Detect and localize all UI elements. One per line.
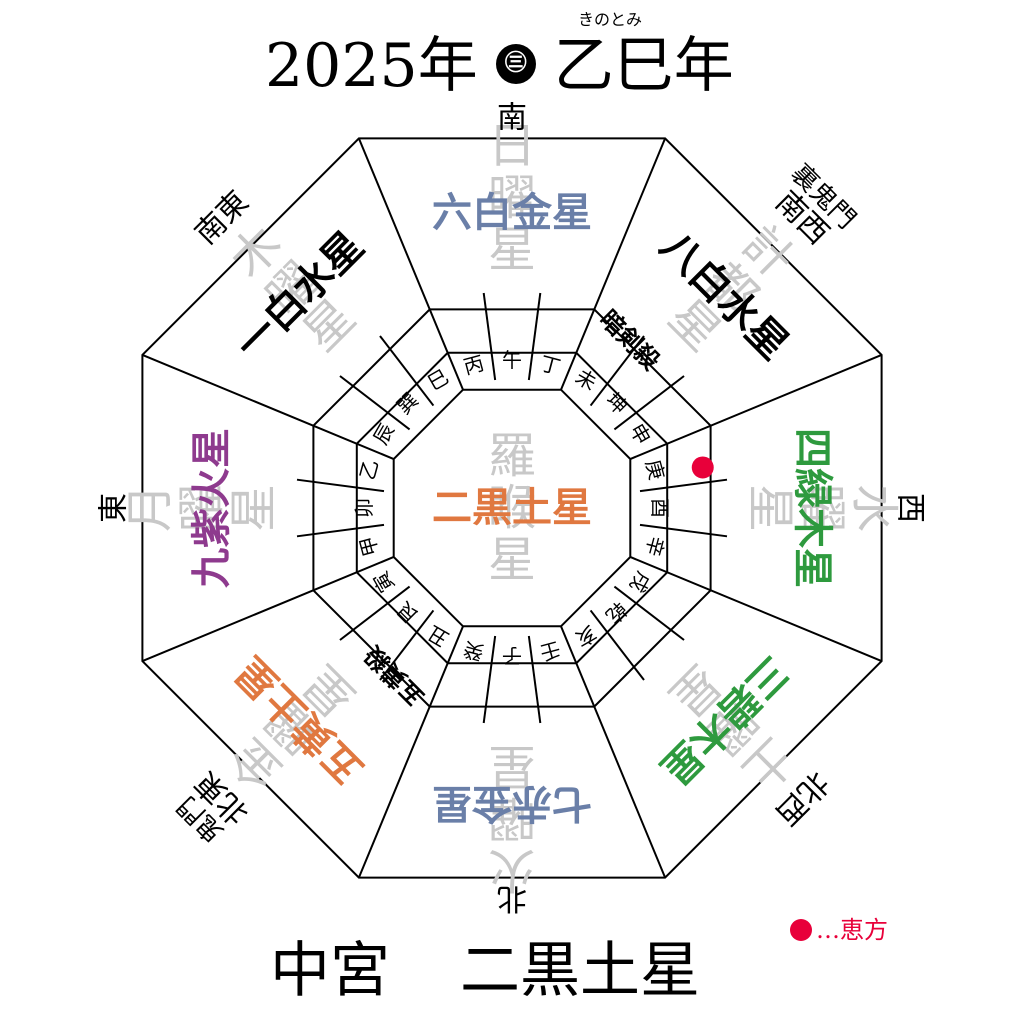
sector-divider [358, 138, 464, 391]
ghost-star-center-char: 睺 [488, 480, 536, 536]
ring-divider [296, 523, 385, 538]
center-label: 中宮 [270, 936, 390, 1006]
star-east: 九紫火星 [189, 428, 235, 588]
sector-divider [142, 556, 395, 662]
ring-divider [639, 478, 728, 493]
ring-divider [379, 335, 435, 407]
ghost-star-center-char: 星 [488, 532, 536, 588]
mountain-8: 辛 [641, 534, 669, 560]
ghost-star-west: 水曜星 [742, 484, 902, 532]
mountain-4: 坤 [601, 388, 632, 419]
direction-north: 北 [497, 881, 527, 916]
star-center: 二黒土星 [432, 485, 592, 531]
ring-divider [589, 609, 645, 681]
title-ruby: きのとみ [578, 10, 643, 29]
mountain-13: 子 [502, 644, 522, 668]
mountain-17: 寅 [368, 567, 399, 596]
mountain-11: 亥 [571, 621, 600, 652]
mountain-5: 申 [625, 419, 656, 448]
ring-divider [339, 375, 411, 431]
sector-divider [358, 625, 464, 878]
mountain-0: 丙 [461, 351, 487, 379]
mountain-7: 酉 [648, 498, 672, 518]
ghost-star-north-char: 火 [488, 842, 536, 898]
mountain-19: 卯 [352, 498, 376, 518]
direction-east: 東 [97, 493, 132, 523]
ring-divider [527, 292, 542, 381]
circle-badge: ㊂ [495, 44, 536, 85]
ring-divider [589, 335, 645, 407]
ghost-star-east-char: 星 [226, 484, 282, 532]
outer-octagon [141, 137, 883, 879]
mountain-22: 巽 [392, 388, 423, 419]
mountain-23: 巳 [423, 364, 452, 395]
ghost-star-south: 日曜星 [488, 118, 536, 278]
ghost-star-west-char: 星 [742, 484, 798, 532]
star-north: 七赤金星 [432, 780, 592, 826]
ring-divider [613, 375, 685, 431]
ghost-star-east: 月曜星 [122, 484, 282, 532]
ghost-star-south-char: 星 [488, 222, 536, 278]
mountain-20: 乙 [355, 457, 383, 483]
ghost-star-north-char: 星 [488, 738, 536, 794]
eho-dot-icon [790, 918, 812, 941]
goou-marker: 五黄殺 [358, 640, 429, 711]
mountain-2: 丁 [538, 351, 564, 379]
mountain-1: 午 [502, 348, 522, 372]
mountain-18: 甲 [355, 534, 383, 560]
direction-west: 西 [893, 493, 928, 523]
title-year: 2025年 [265, 31, 478, 101]
page-title: 2025年㊂乙巳年 [265, 30, 734, 102]
ghost-star-north-char: 曜 [488, 790, 536, 846]
ring-divider [639, 523, 728, 538]
ghost-star-south-char: 曜 [488, 170, 536, 226]
mountain-10: 乾 [601, 597, 632, 628]
ghost-star-south-char: 日 [488, 118, 536, 174]
ghost-star-east-char: 曜 [174, 484, 230, 532]
ring-divider [613, 585, 685, 641]
center-title: 中宮二黒土星 [270, 935, 700, 1007]
mountain-15: 丑 [423, 621, 452, 652]
ghost-star-center-char: 羅 [488, 428, 536, 484]
direction-south: 南 [497, 101, 527, 136]
ghost-star-east-char: 月 [122, 484, 178, 532]
ghost-star-west-char: 水 [846, 484, 902, 532]
ghost-star-center: 羅睺星 [488, 428, 536, 588]
ring-divider [527, 635, 542, 724]
eho-marker-dot [691, 456, 714, 479]
sector-divider [142, 354, 395, 460]
ring-divider [296, 478, 385, 493]
mountain-6: 庚 [641, 457, 669, 483]
ring-divider [339, 585, 411, 641]
star-south: 六白金星 [432, 190, 592, 236]
ring-divider [482, 292, 497, 381]
legend: …恵方 [790, 910, 888, 945]
mountain-21: 辰 [368, 419, 399, 448]
ghost-star-north: 火曜星 [488, 738, 536, 898]
center-star: 二黒土星 [460, 936, 700, 1006]
mountain-9: 戌 [625, 567, 656, 596]
ghost-star-west-char: 曜 [794, 484, 850, 532]
mountain-16: 艮 [392, 597, 423, 628]
mountain-14: 癸 [461, 637, 487, 665]
ring-divider [379, 609, 435, 681]
mountain-12: 壬 [538, 637, 564, 665]
mountain-3: 未 [571, 364, 600, 395]
legend-text: …恵方 [816, 916, 888, 944]
ring-divider [482, 635, 497, 724]
sector-divider [629, 556, 882, 662]
anken-marker: 暗剣殺 [594, 305, 665, 376]
star-west: 四緑木星 [789, 428, 835, 588]
sector-divider [560, 138, 666, 391]
sector-divider [560, 625, 666, 878]
sector-divider [629, 354, 882, 460]
title-eto: 乙巳年 [553, 31, 734, 101]
